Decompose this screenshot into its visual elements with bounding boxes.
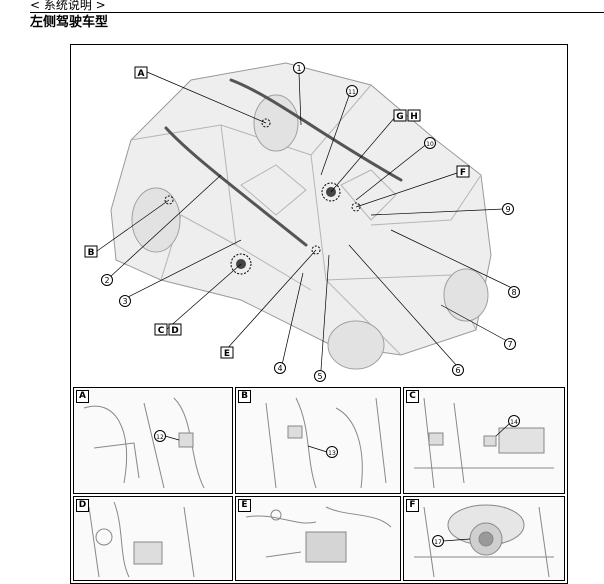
vehicle-component-location-figure: A B C D E F G H 1 2 3 4 5 6 7 8 9 10 11 [70,44,568,584]
svg-text:9: 9 [505,205,510,214]
panel-label-c: C [406,390,419,403]
callout-6: 6 [452,364,464,376]
detail-panel-f: 17 F [403,496,565,581]
callout-1: 1 [293,62,305,74]
svg-text:D: D [171,326,178,336]
callout-3: 3 [119,295,131,307]
marker-a [261,118,271,128]
label-a: A [134,66,148,79]
svg-text:10: 10 [426,141,434,148]
marker-b [164,195,174,205]
marker-cd [230,253,252,275]
svg-text:5: 5 [317,372,322,381]
marker-gh [321,182,341,202]
svg-text:2: 2 [104,276,109,285]
svg-text:C: C [158,326,165,336]
callout-4: 4 [274,362,286,374]
vehicle-overview-drawing: A B C D E F G H 1 2 3 4 5 6 7 8 9 10 11 [84,62,520,382]
detail-drawing-b: 13 [265,397,387,489]
callout-5: 5 [314,370,326,382]
svg-text:11: 11 [348,89,356,96]
section-title: < 系统说明 > [30,0,106,12]
svg-text:13: 13 [328,450,336,457]
panel-label-a: A [76,390,89,403]
label-g: G [393,109,407,122]
svg-text:12: 12 [156,434,164,441]
detail-panel-b: 13 B [235,387,401,494]
svg-text:7: 7 [507,340,512,349]
detail-drawing-d [88,501,195,578]
callout-7: 7 [504,338,516,350]
callout-2: 2 [101,274,113,286]
svg-text:4: 4 [277,364,282,373]
svg-text:G: G [396,112,403,122]
detail-drawing-e [245,506,392,563]
detail-drawing-a: 12 [83,397,205,489]
label-f: F [456,165,470,178]
svg-text:14: 14 [510,419,518,426]
leader-lines [96,71,513,371]
panel-label-e: E [238,499,251,512]
label-b: B [84,245,98,258]
svg-text:1: 1 [296,64,301,73]
svg-text:H: H [410,112,418,122]
detail-drawing-f: 17 [414,504,554,578]
svg-text:F: F [460,168,466,178]
marker-e [311,245,321,255]
panel-label-b: B [238,390,251,403]
svg-text:3: 3 [122,297,127,306]
page-heading: 左侧驾驶车型 [30,15,109,30]
svg-text:A: A [138,69,145,79]
vehicle-body-outline [110,62,492,356]
panel-label-f: F [406,499,419,512]
detail-panel-a: 12 A [73,387,233,494]
detail-panel-d: D [73,496,233,581]
detail-panel-c: 14 C [403,387,565,494]
panel-label-d: D [76,499,89,512]
vehicle-wheels [131,94,489,370]
callout-11: 11 [346,85,358,97]
detail-panel-e: E [235,496,401,581]
label-h: H [407,109,421,122]
callout-9: 9 [502,203,514,215]
label-e: E [220,346,234,359]
callout-8: 8 [508,286,520,298]
svg-text:B: B [88,248,95,258]
svg-text:8: 8 [511,288,516,297]
callout-10: 10 [424,137,436,149]
header-rule [30,12,604,13]
detail-drawing-c: 14 [414,397,554,489]
svg-text:6: 6 [455,366,460,375]
label-c: C [154,323,168,336]
svg-text:17: 17 [434,539,442,546]
marker-f [351,202,361,212]
svg-text:E: E [224,349,230,359]
label-d: D [168,323,182,336]
